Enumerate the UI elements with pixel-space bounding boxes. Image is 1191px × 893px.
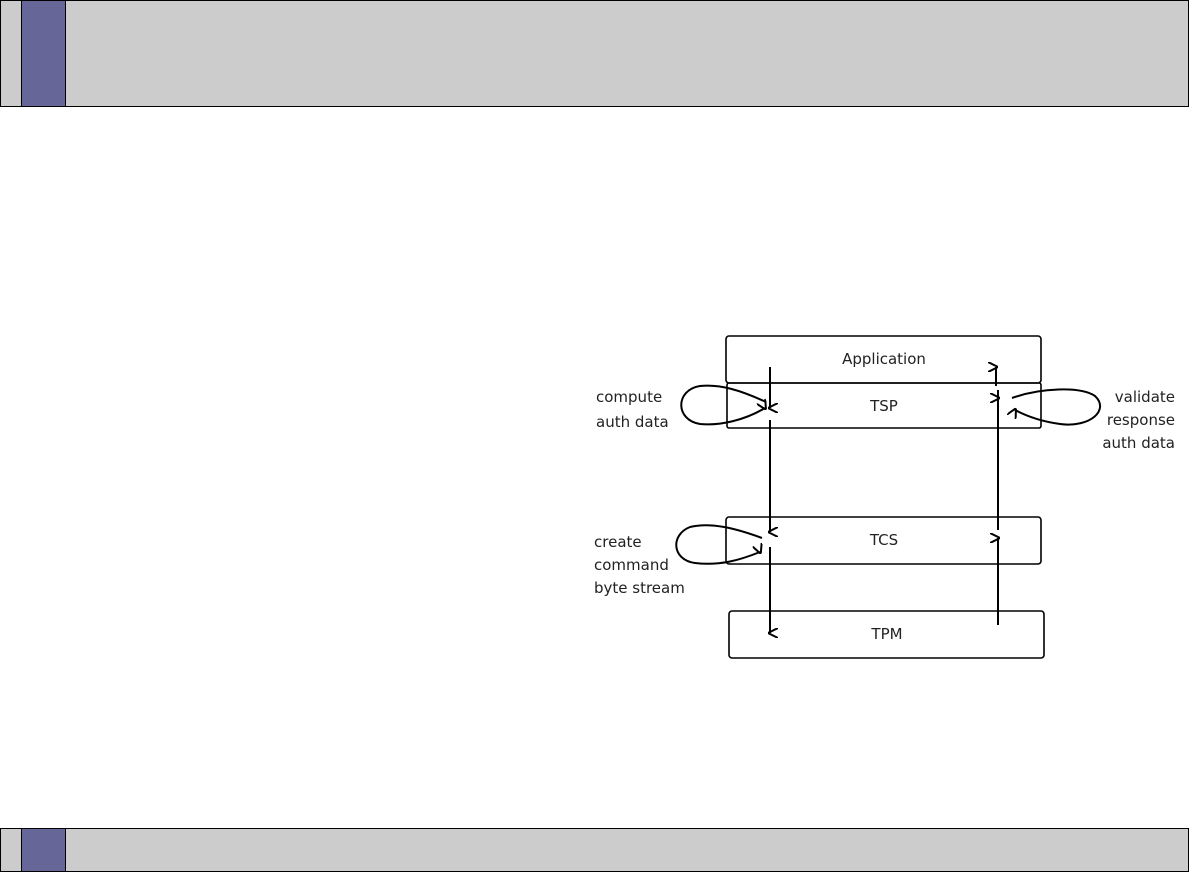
annotation-create: command [594,556,669,574]
layer-label-tsp: TSP [869,397,898,415]
layer-label-application: Application [842,350,926,368]
annotation-compute: compute [596,388,662,406]
tsp-box [726,382,1042,429]
annotation-create: create [594,533,642,551]
tcs-box [725,516,1042,565]
compute-auth-loop [680,384,766,426]
create-command-loop [675,524,762,565]
layer-label-tcs: TCS [869,531,898,549]
annotation-create: byte stream [594,579,685,597]
header-accent-block [21,1,66,106]
slide-footer-bar [0,828,1189,872]
tpm-box [728,610,1045,659]
validate-auth-loop [1012,388,1102,426]
annotation-validate: response [1107,411,1175,429]
footer-accent-block [21,829,66,871]
annotation-validate: auth data [1102,434,1175,452]
slide-header-bar [0,0,1189,107]
annotation-validate: validate [1115,388,1175,406]
annotation-compute: auth data [596,413,669,431]
layer-label-tpm: TPM [870,625,902,643]
